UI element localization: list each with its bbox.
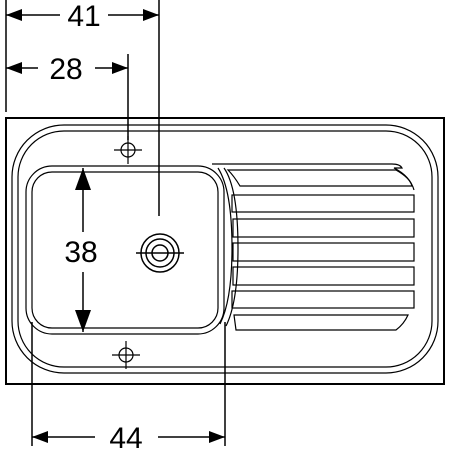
drainboard-rib [232,218,415,238]
drainboard [212,163,415,327]
drainboard-rib [231,290,415,309]
bowl-inner [31,171,219,329]
dimension-label-bottom-width: 44 [109,422,142,450]
drain-icon [136,233,184,273]
drainboard-rib [231,194,415,213]
bowl-outer [25,165,225,335]
dimension-label-bowl-height: 38 [64,236,97,269]
drainboard-rib [232,266,415,286]
dimension-label-tap-offset: 28 [49,53,82,86]
drainboard-rib [233,314,409,331]
drainboard-rib [232,242,415,262]
drainboard-ribs [231,194,415,331]
crosshair-icon [112,341,140,369]
dimension-lines [5,0,226,446]
dimension-label-top-width: 41 [67,0,100,33]
crosshair-icon [114,136,142,164]
